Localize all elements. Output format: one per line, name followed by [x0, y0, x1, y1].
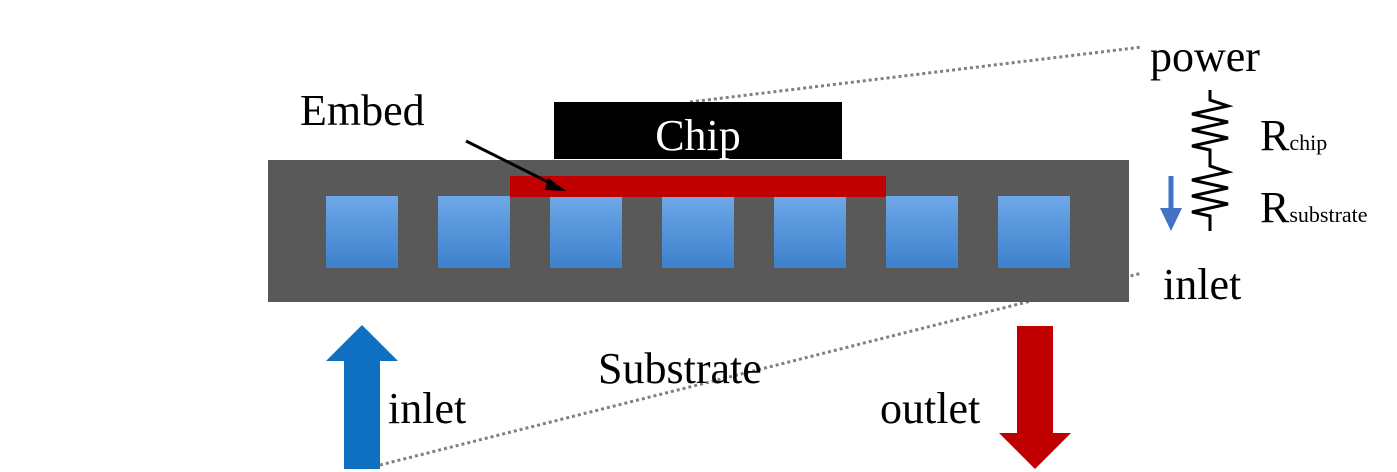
embed-layer	[510, 176, 886, 197]
cooling-channel	[774, 196, 846, 268]
cooling-channel	[998, 196, 1070, 268]
r-chip-main: R	[1260, 111, 1290, 160]
outlet-label: outlet	[880, 384, 980, 433]
arrow-up-icon	[326, 325, 398, 469]
zoom-line-top	[689, 45, 1143, 104]
inlet-label-left: inlet	[388, 384, 466, 433]
embed-pointer-line	[465, 139, 557, 188]
channel-group	[326, 196, 1070, 268]
substrate-label: Substrate	[598, 344, 762, 393]
inlet-label-right: inlet	[1163, 260, 1241, 309]
r-substrate-main: R	[1260, 183, 1290, 232]
cooling-channel	[326, 196, 398, 268]
power-label: power	[1150, 32, 1260, 81]
heat-flow-arrow-head	[1160, 208, 1182, 231]
r-substrate-sub: substrate	[1289, 202, 1367, 227]
cooling-channel	[662, 196, 734, 268]
embed-pointer-head	[545, 178, 566, 191]
cooling-channel	[886, 196, 958, 268]
cooling-channel	[550, 196, 622, 268]
cooling-channel	[438, 196, 510, 268]
r-chip-sub: chip	[1289, 130, 1327, 155]
resistor-icon	[1191, 90, 1234, 231]
zoom-line-bottom	[379, 271, 1143, 467]
arrow-down-icon	[999, 326, 1071, 469]
chip-block	[554, 102, 842, 159]
embed-label: Embed	[300, 86, 425, 135]
r-substrate-label: Rsubstrate	[1260, 183, 1368, 232]
r-chip-label: Rchip	[1260, 111, 1327, 160]
chip-label: Chip	[655, 111, 741, 160]
